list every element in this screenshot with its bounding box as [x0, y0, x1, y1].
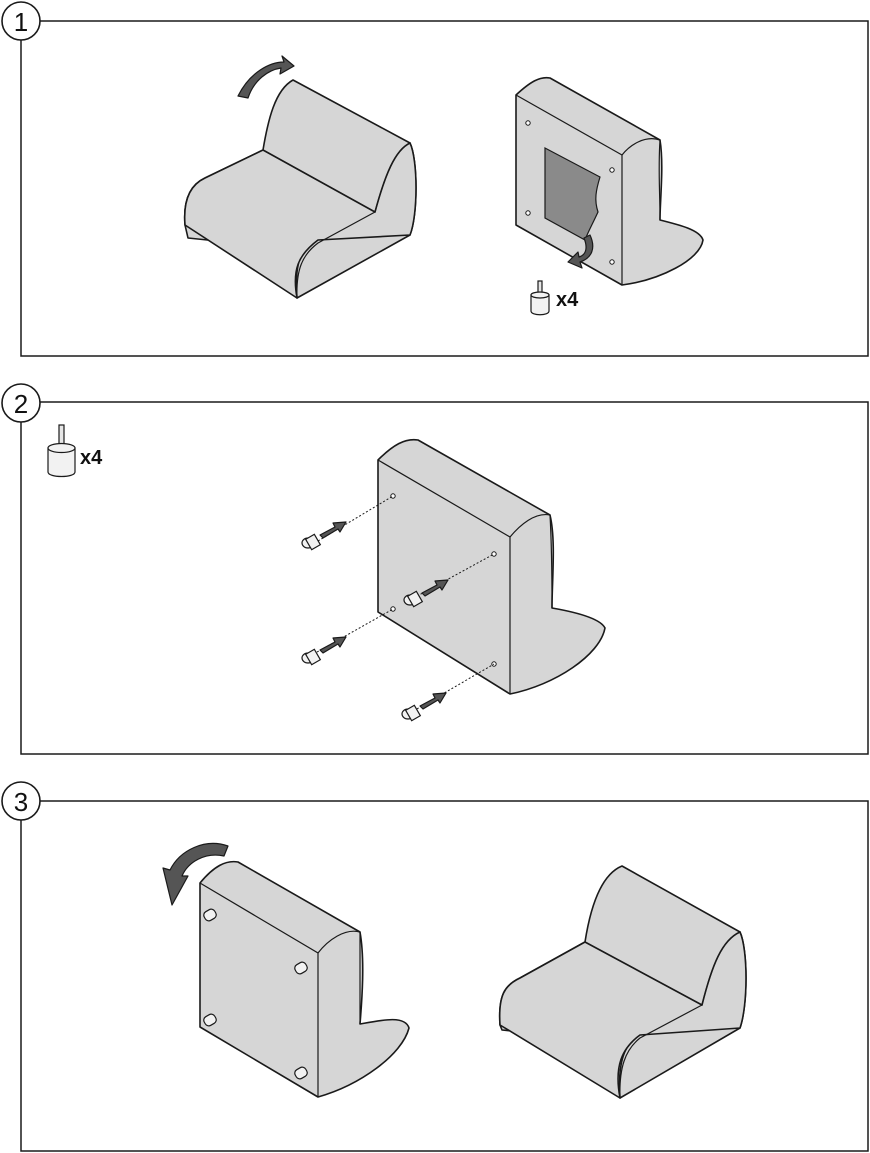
step-2-number: 2	[14, 389, 28, 419]
step-1-quantity: x4	[556, 289, 579, 311]
step-3-number: 3	[14, 787, 28, 817]
step-1-panel: 1 x4	[2, 2, 868, 356]
step-1-number: 1	[14, 7, 28, 37]
step-2-quantity: x4	[80, 447, 103, 469]
step-1-frame	[21, 21, 868, 356]
step-3-panel: 3	[2, 782, 868, 1151]
step-2-panel: 2 x4	[2, 384, 868, 754]
